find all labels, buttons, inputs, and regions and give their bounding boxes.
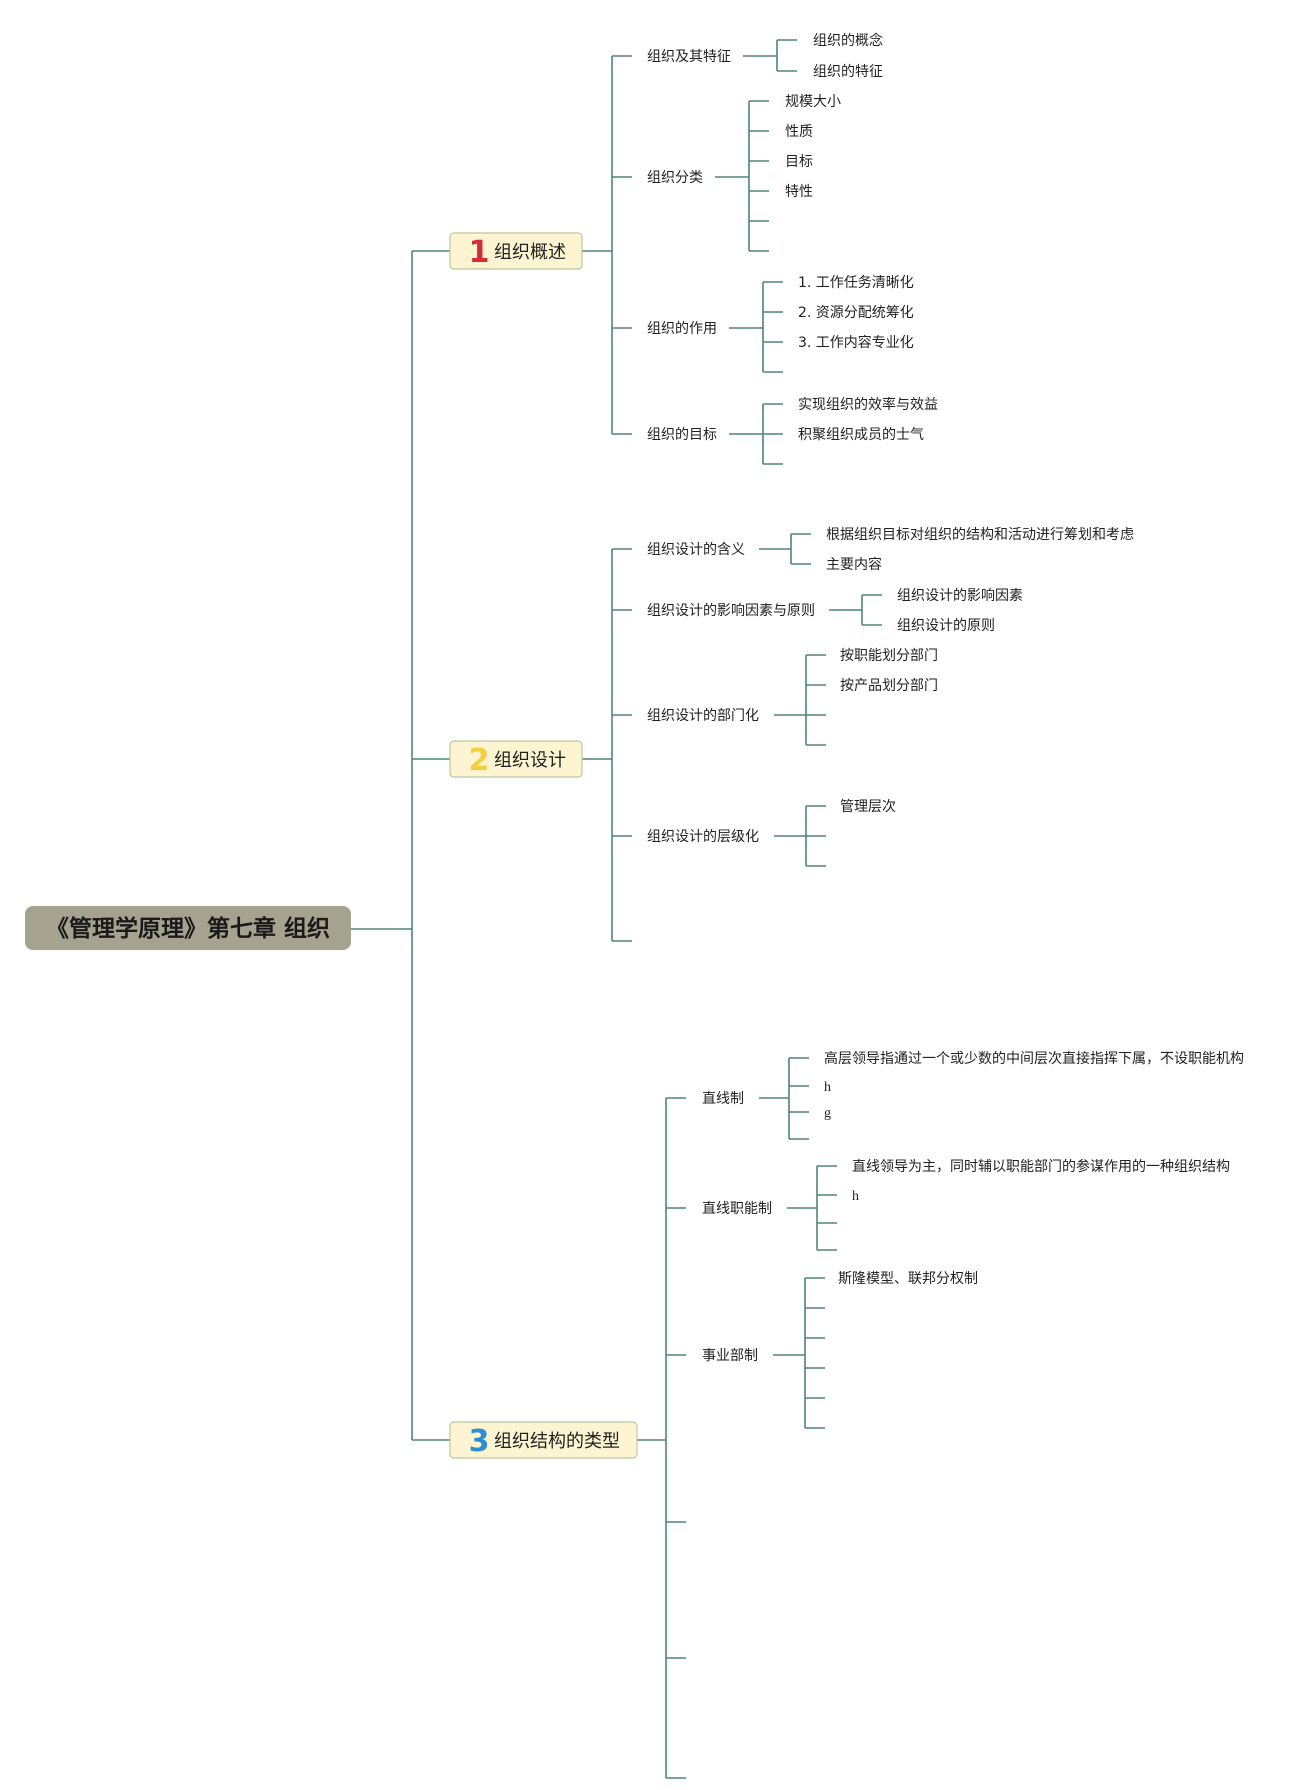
root-node-label: 《管理学原理》第七章 组织 [46,915,330,942]
branch-1-number: 1 [469,235,490,270]
topic-org-classification[interactable]: 组织分类 [647,170,703,186]
leaf-goal[interactable]: 目标 [785,154,813,170]
leaf-sloan-model[interactable]: 斯隆模型、联邦分权制 [838,1271,978,1287]
connector-lines [351,39,882,1779]
topic-org-objective[interactable]: 组织的目标 [647,427,717,443]
leaf-org-traits[interactable]: 组织的特征 [813,64,883,80]
root-node[interactable]: 《管理学原理》第七章 组织 [25,906,351,950]
topic-line-structure[interactable]: 直线制 [702,1090,744,1107]
leaf-org-concept[interactable]: 组织的概念 [813,32,883,49]
leaf-line-functional-h[interactable]: h [852,1189,859,1204]
topic-divisional[interactable]: 事业部制 [702,1348,758,1364]
branch-3-node[interactable]: 3 组织结构的类型 [449,1421,638,1459]
branch-1-node[interactable]: 1 组织概述 [449,232,583,270]
branch-3-label: 组织结构的类型 [494,1431,620,1452]
topic-org-role[interactable]: 组织的作用 [647,321,717,337]
branch-1-label: 组织概述 [494,242,566,263]
leaf-size[interactable]: 规模大小 [785,94,841,110]
topic-line-functional[interactable]: 直线职能制 [702,1200,772,1217]
branch-3-number: 3 [469,1424,490,1459]
topic-departmentalization[interactable]: 组织设计的部门化 [647,708,759,724]
leaf-line-g[interactable]: g [824,1106,831,1121]
branch-3-box [449,1421,638,1459]
leaf-line-definition[interactable]: 高层领导指通过一个或少数的中间层次直接指挥下属，不设职能机构 [824,1050,1244,1067]
topic-design-meaning[interactable]: 组织设计的含义 [647,542,745,558]
leaf-nature[interactable]: 性质 [785,124,813,140]
leaf-by-product[interactable]: 按产品划分部门 [840,678,938,694]
leaf-design-influences[interactable]: 组织设计的影响因素 [897,588,1023,604]
branch-1-box [449,232,583,270]
leaf-line-functional-definition[interactable]: 直线领导为主，同时辅以职能部门的参谋作用的一种组织结构 [852,1158,1230,1175]
branch-2-box [449,740,583,778]
leaf-role-2[interactable]: 2. 资源分配统筹化 [798,304,914,321]
leaf-characteristic[interactable]: 特性 [785,184,813,200]
leaf-role-3[interactable]: 3. 工作内容专业化 [798,334,914,351]
root-node-box [25,906,351,950]
leaf-efficiency[interactable]: 实现组织的效率与效益 [798,396,938,413]
leaf-line-h[interactable]: h [824,1080,831,1095]
leaf-morale[interactable]: 积聚组织成员的士气 [798,427,924,443]
topic-design-factors[interactable]: 组织设计的影响因素与原则 [647,603,815,619]
topic-org-features[interactable]: 组织及其特征 [647,49,731,65]
leaf-management-levels[interactable]: 管理层次 [840,799,896,815]
topic-hierarchy[interactable]: 组织设计的层级化 [647,829,759,845]
leaf-design-definition[interactable]: 根据组织目标对组织的结构和活动进行筹划和考虑 [826,526,1134,543]
leaf-role-1[interactable]: 1. 工作任务清晰化 [798,275,914,291]
leaf-main-content[interactable]: 主要内容 [826,556,882,573]
branch-2-node[interactable]: 2 组织设计 [449,740,583,778]
branch-2-label: 组织设计 [494,750,566,771]
leaf-design-principles[interactable]: 组织设计的原则 [897,618,995,634]
branch-2-number: 2 [469,743,490,778]
leaf-by-function[interactable]: 按职能划分部门 [840,648,938,664]
